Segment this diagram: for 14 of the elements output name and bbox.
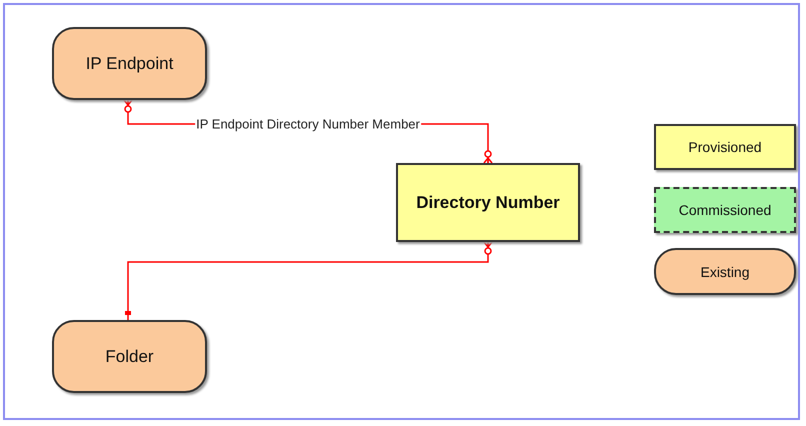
edge-label: IP Endpoint Directory Number Member	[195, 116, 421, 132]
entity-box	[654, 124, 796, 170]
node-label: Commissioned	[678, 202, 772, 218]
node-label: Provisioned	[688, 139, 762, 155]
node-label: Directory Number	[416, 192, 560, 212]
rounded-box	[52, 27, 207, 100]
entity-box	[654, 187, 796, 233]
entity-box	[396, 163, 580, 242]
node-label: Folder	[105, 346, 154, 366]
rounded-box	[52, 320, 207, 393]
rounded-box	[654, 248, 796, 295]
node-label: Existing	[700, 264, 750, 280]
node-label: IP Endpoint	[86, 54, 174, 74]
relationship-line	[125, 241, 493, 320]
